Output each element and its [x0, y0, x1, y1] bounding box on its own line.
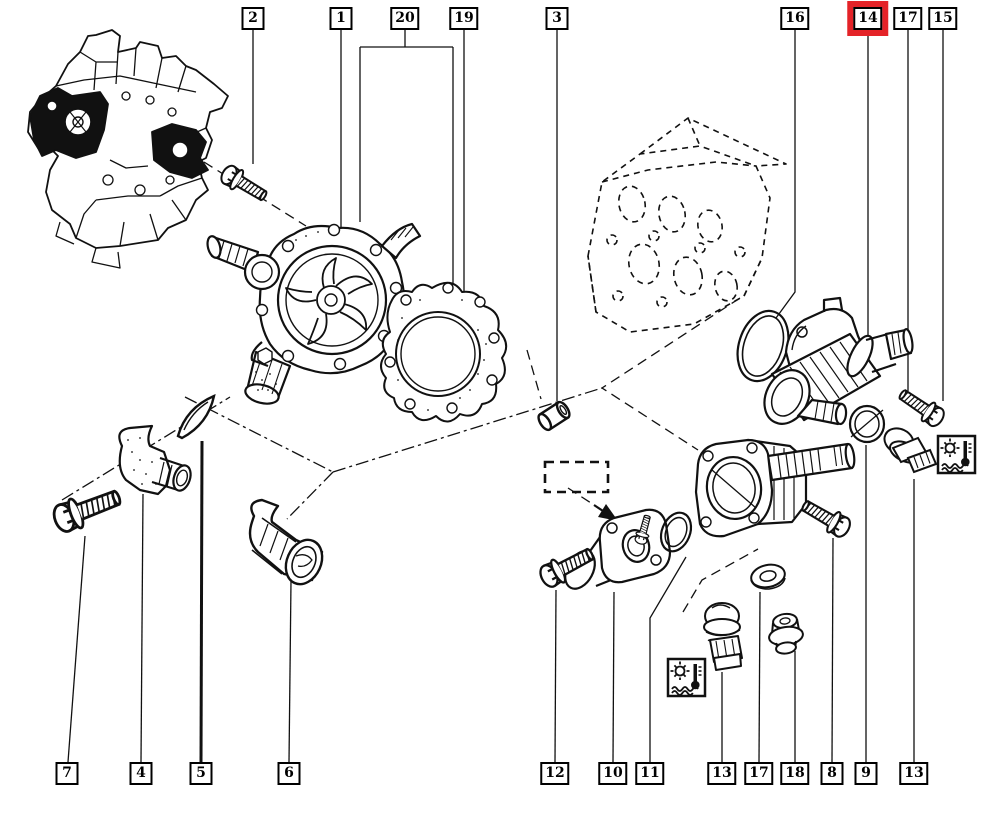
- oring-9-part[interactable]: [848, 404, 886, 444]
- callout-top-20[interactable]: 20: [390, 7, 420, 30]
- dowel-part-3[interactable]: [536, 400, 572, 432]
- callout-top-14[interactable]: 14: [853, 7, 883, 30]
- housing-assembly-part[interactable]: [694, 438, 856, 538]
- bolt-7-part[interactable]: [48, 481, 126, 538]
- seal-5-part[interactable]: [176, 393, 216, 440]
- callout-bottom-11[interactable]: 11: [635, 762, 665, 785]
- callout-bottom-8[interactable]: 8: [820, 762, 844, 785]
- callout-top-16[interactable]: 16: [780, 7, 810, 30]
- callout-top-17[interactable]: 17: [893, 7, 923, 30]
- pointer-arrow: [593, 504, 618, 521]
- callout-bottom-4[interactable]: 4: [129, 762, 153, 785]
- callout-bottom-12[interactable]: 12: [540, 762, 570, 785]
- callout-leader-lines: [67, 29, 944, 763]
- coolant-temperature-icon: [666, 657, 707, 698]
- callout-bottom-17[interactable]: 17: [744, 762, 774, 785]
- callout-bottom-5[interactable]: 5: [189, 762, 213, 785]
- callout-bottom-18[interactable]: 18: [780, 762, 810, 785]
- engine-block-illustration: [27, 29, 229, 269]
- bolt-15-part[interactable]: [894, 383, 949, 431]
- temp-sensor-13-part[interactable]: [703, 602, 743, 671]
- callout-top-3[interactable]: 3: [545, 7, 569, 30]
- bolt-8-part[interactable]: [796, 493, 855, 542]
- pump-gasket-part[interactable]: [380, 281, 508, 423]
- oring-11-part[interactable]: [656, 508, 697, 556]
- callout-top-19[interactable]: 19: [449, 7, 479, 30]
- water-pump-part[interactable]: [205, 222, 422, 407]
- outlet-housing-4-part[interactable]: [118, 424, 193, 496]
- thermostat-housing-14-part[interactable]: [756, 296, 914, 431]
- callout-bottom-6[interactable]: 6: [277, 762, 301, 785]
- washer-17-part[interactable]: [749, 562, 787, 591]
- callout-top-2[interactable]: 2: [241, 7, 265, 30]
- callout-bottom-13[interactable]: 13: [707, 762, 737, 785]
- cylinder-head-outline: [587, 117, 787, 333]
- callout-top-15[interactable]: 15: [928, 7, 958, 30]
- unidentified-part-box: [543, 460, 610, 494]
- callout-bottom-9[interactable]: 9: [854, 762, 878, 785]
- callout-bottom-10[interactable]: 10: [598, 762, 628, 785]
- callout-top-1[interactable]: 1: [329, 7, 353, 30]
- temp-sensor-13-right-part[interactable]: [880, 424, 938, 474]
- bolt-2-part[interactable]: [216, 161, 272, 208]
- pipe-fitting-6-part[interactable]: [248, 498, 329, 590]
- coolant-temperature-icon: [936, 434, 977, 475]
- thermostat-10-part[interactable]: [559, 508, 672, 594]
- plug-18-part[interactable]: [768, 612, 804, 655]
- callout-bottom-13[interactable]: 13: [899, 762, 929, 785]
- callout-bottom-7[interactable]: 7: [55, 762, 79, 785]
